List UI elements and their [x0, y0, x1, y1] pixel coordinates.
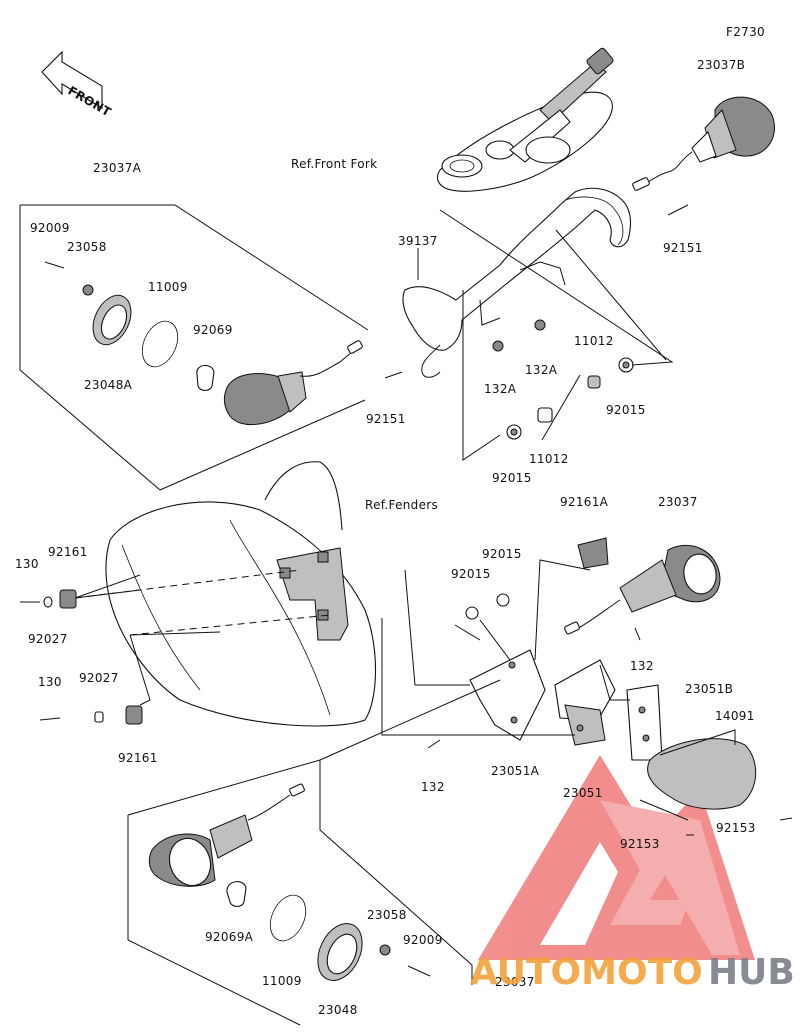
label-23051B: 23051B: [685, 682, 733, 696]
label-23051: 23051: [563, 786, 603, 800]
pad-92161A: [577, 537, 609, 569]
bracket-39137: [402, 187, 632, 378]
label-92161-top: 92161: [48, 545, 88, 559]
turn-signal-23037-exploded: [148, 783, 431, 981]
label-132-right: 132: [630, 659, 654, 673]
label-92069A: 92069A: [205, 930, 254, 944]
label-132A-right: 132A: [525, 363, 558, 377]
label-92161A: 92161A: [560, 495, 609, 509]
label-92015-mid-a: 92015: [482, 547, 522, 561]
watermark-word-automoto: AUTOMOTO: [470, 952, 703, 993]
label-92009-top: 92009: [30, 221, 70, 235]
bracket-23051A: [469, 649, 546, 741]
bracket-23051B: [626, 684, 663, 761]
label-14091: 14091: [715, 709, 755, 723]
turn-signal-23037A: [44, 261, 363, 426]
label-23037-bottom: 23037: [495, 975, 535, 989]
label-23037B: 23037B: [697, 58, 745, 72]
bracket-23051: [554, 659, 616, 746]
label-132A-left: 132A: [484, 382, 517, 396]
label-92153-left: 92153: [620, 837, 660, 851]
front-fork-clamp: [436, 47, 614, 192]
label-92015-lower: 92015: [492, 471, 532, 485]
ref-front-fork: Ref.Front Fork: [291, 157, 377, 171]
label-92015-right: 92015: [606, 403, 646, 417]
part-labels: F2730 23037B Ref.Front Fork 23037A 92009…: [15, 25, 765, 1017]
label-92151-right: 92151: [663, 241, 703, 255]
fasteners-middle: [427, 593, 793, 836]
label-11012-bottom: 11012: [529, 452, 569, 466]
label-39137: 39137: [398, 234, 438, 248]
cover-14091: [647, 738, 757, 810]
turn-signal-23037: [564, 544, 721, 635]
leader-lines-middle: [381, 559, 736, 821]
label-11009-top: 11009: [148, 280, 188, 294]
label-11012-top: 11012: [574, 334, 614, 348]
label-92027-bottom: 92027: [79, 671, 119, 685]
label-11009-bottom: 11009: [262, 974, 302, 988]
label-92015-mid-b: 92015: [451, 567, 491, 581]
mounting-dashed-lines: [74, 569, 331, 706]
leader-lines-upper: [417, 209, 674, 461]
label-92153-right: 92153: [716, 821, 756, 835]
watermark-logo: [478, 755, 755, 960]
label-23051A: 23051A: [491, 764, 540, 778]
label-92009-bottom: 92009: [403, 933, 443, 947]
fasteners-left: [20, 589, 143, 725]
label-92069: 92069: [193, 323, 233, 337]
group-box-23037: [127, 679, 501, 1026]
label-23058-bottom: 23058: [367, 908, 407, 922]
watermark-text: AUTOMOTO HUB: [470, 952, 795, 993]
label-92161-bottom: 92161: [118, 751, 158, 765]
label-23058-top: 23058: [67, 240, 107, 254]
front-direction-badge: FRONT: [41, 50, 114, 120]
label-92151-left: 92151: [366, 412, 406, 426]
label-23048: 23048: [318, 1003, 358, 1017]
label-132-left: 132: [421, 780, 445, 794]
watermark-word-hub: HUB: [708, 952, 795, 993]
ref-fenders: Ref.Fenders: [365, 498, 438, 512]
group-box-23037A: [19, 204, 369, 491]
label-23037A: 23037A: [93, 161, 142, 175]
label-23037: 23037: [658, 495, 698, 509]
turn-signal-23037B: [632, 96, 776, 191]
label-23048A: 23048A: [84, 378, 133, 392]
label-92027-top: 92027: [28, 632, 68, 646]
label-130-bottom: 130: [38, 675, 62, 689]
figure-code: F2730: [726, 25, 765, 39]
label-130-top: 130: [15, 557, 39, 571]
